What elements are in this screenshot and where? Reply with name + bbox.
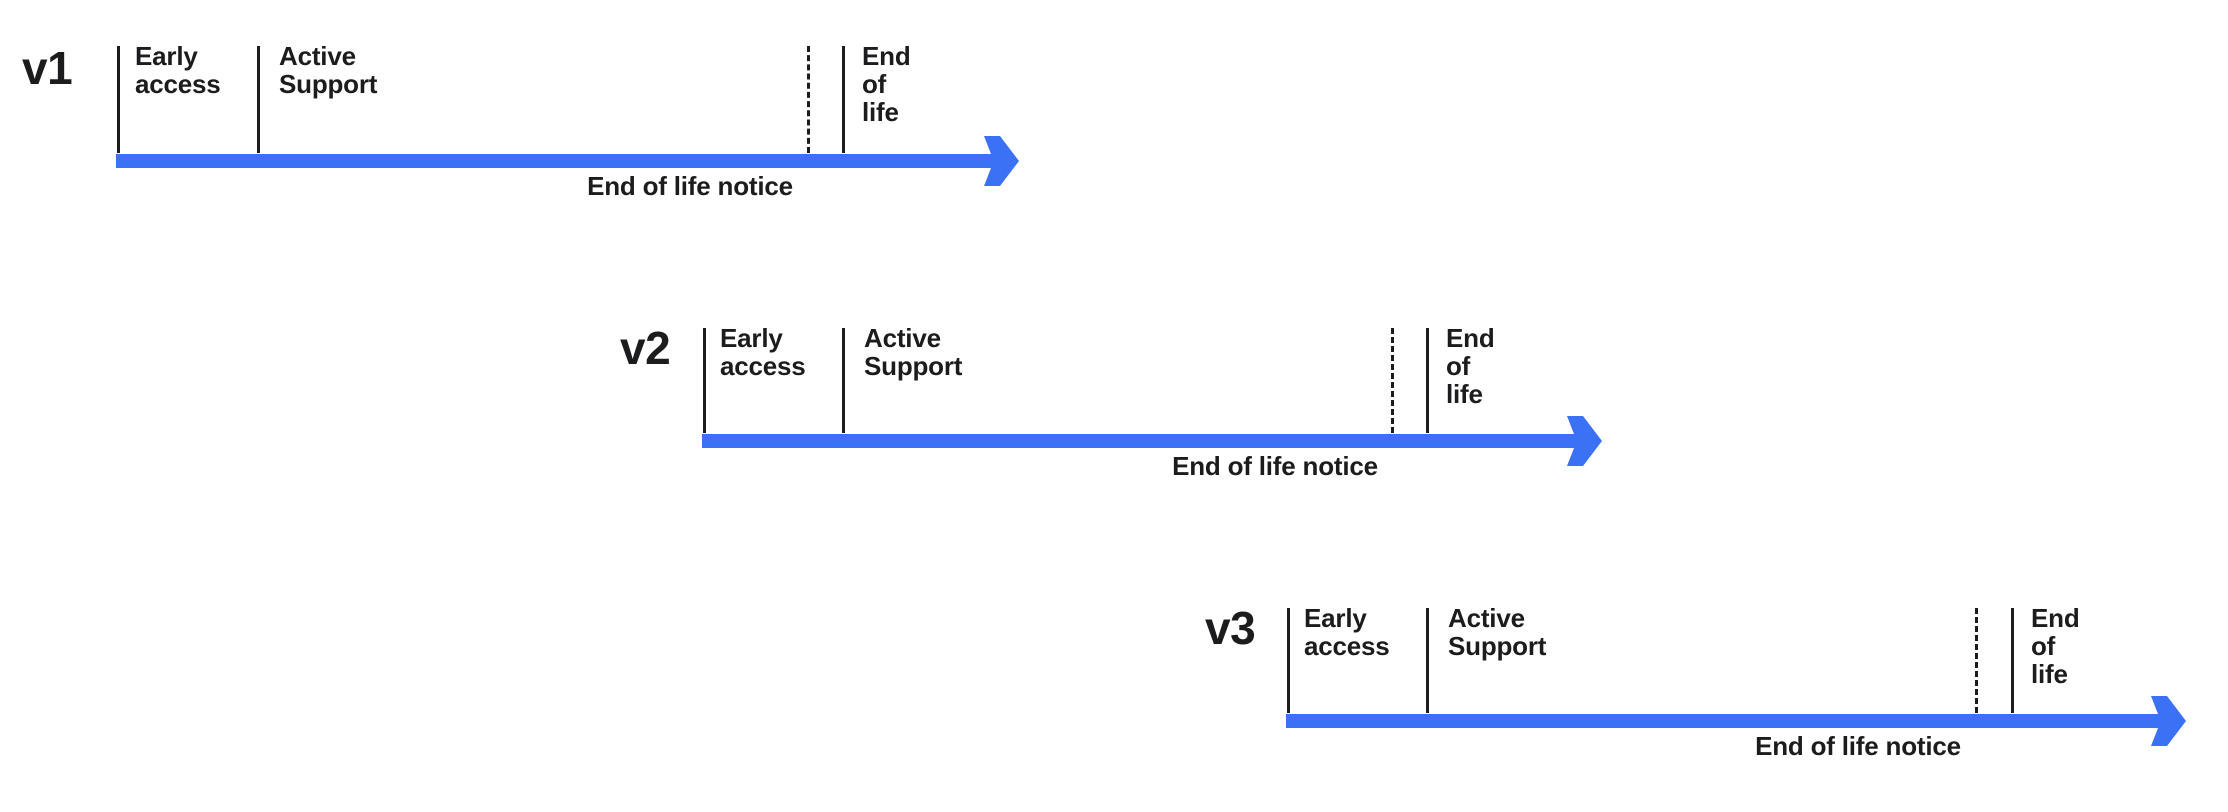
milestone-tick-v2-1 <box>842 328 845 433</box>
milestone-tick-v1-1 <box>257 46 260 153</box>
milestone-tick-v3-1 <box>1426 608 1429 713</box>
milestone-dashed-tick-v2-2 <box>1391 328 1394 433</box>
version-label-v2: v2 <box>620 322 671 374</box>
timeline-bar-v3 <box>1286 714 2132 728</box>
milestone-tick-v1-3 <box>842 46 845 153</box>
phase-label-v2-1: Active Support <box>864 323 963 382</box>
version-label-v1: v1 <box>22 42 73 94</box>
timeline-arrowhead-v2 <box>1548 416 1602 466</box>
phase-label-v3-1: Active Support <box>1448 603 1547 662</box>
phase-label-v3-2: End of life <box>2031 603 2080 690</box>
phase-label-v1-2: End of life <box>862 41 911 128</box>
milestone-dashed-tick-v1-2 <box>807 46 810 153</box>
phase-label-v2-2: End of life <box>1446 323 1495 410</box>
milestone-tick-v3-3 <box>2011 608 2014 713</box>
eol-notice-label-v2: End of life notice <box>1172 451 1378 481</box>
phase-label-v1-0: Early access <box>135 41 221 100</box>
version-label-v3: v3 <box>1205 602 1256 654</box>
eol-notice-label-v1: End of life notice <box>587 171 793 201</box>
timeline-arrowhead-v3 <box>2132 696 2186 746</box>
eol-notice-label-v3: End of life notice <box>1755 731 1961 761</box>
timeline-bar-v1 <box>116 154 965 168</box>
phase-label-v1-1: Active Support <box>279 41 378 100</box>
milestone-tick-v2-0 <box>703 328 706 433</box>
milestone-tick-v2-3 <box>1426 328 1429 433</box>
phase-label-v2-0: Early access <box>720 323 806 382</box>
timeline-arrowhead-v1 <box>965 136 1019 186</box>
milestone-tick-v3-0 <box>1287 608 1290 713</box>
timeline-bar-v2 <box>702 434 1548 448</box>
milestone-dashed-tick-v3-2 <box>1975 608 1978 713</box>
milestone-tick-v1-0 <box>117 46 120 153</box>
phase-label-v3-0: Early access <box>1304 603 1390 662</box>
